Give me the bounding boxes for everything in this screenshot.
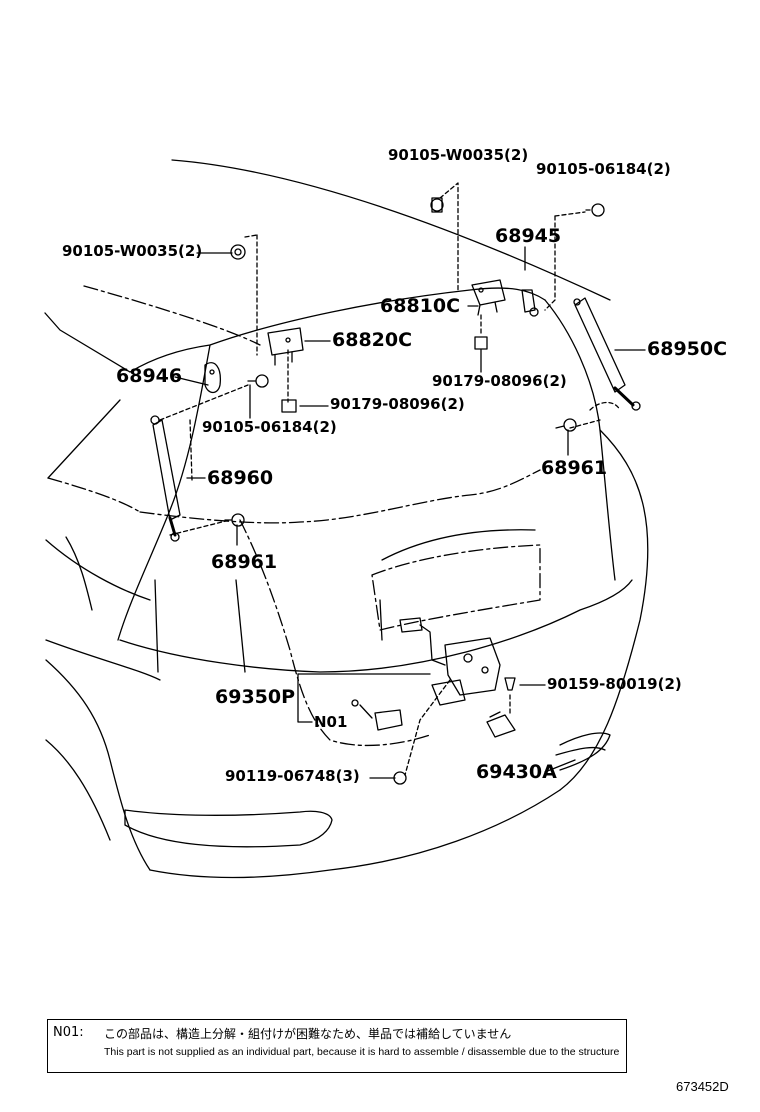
bracket-68946 (204, 362, 221, 394)
nut-90179-left (281, 399, 297, 413)
label-90105-06184-upper: 90105-06184(2) (536, 160, 671, 178)
label-69350p: 69350P (215, 686, 296, 708)
label-68945: 68945 (495, 225, 562, 247)
note-japanese-text: この部品は、構造上分解・組付けが困難なため、単品では補給していません (104, 1027, 512, 1041)
hinge-68810c (471, 279, 506, 316)
bolt-upper-center (430, 197, 444, 213)
label-68946: 68946 (116, 365, 183, 387)
label-90105-w0035-left: 90105-W0035(2) (62, 242, 203, 260)
label-68810c: 68810C (380, 295, 461, 317)
bolt-upper-right (585, 203, 605, 217)
screw-90159 (504, 677, 516, 691)
label-90179-08096-left: 90179-08096(2) (330, 395, 465, 413)
label-68820c: 68820C (332, 329, 413, 351)
label-90179-08096-center: 90179-08096(2) (432, 372, 567, 390)
bolt-upper-left (230, 244, 246, 260)
label-90119-06748: 90119-06748(3) (225, 767, 360, 785)
diagram-id: 673452D (676, 1079, 729, 1094)
bolt-90119 (393, 771, 407, 785)
label-leaders (174, 246, 646, 779)
strut-68950c (573, 297, 641, 411)
label-68961-right: 68961 (541, 457, 608, 479)
stay-68945 (521, 289, 539, 317)
ball-stud-68961-left (224, 513, 245, 527)
nut-90179-center (474, 336, 488, 350)
label-n01: N01 (314, 713, 348, 731)
ball-stud-68961-right (555, 418, 577, 432)
label-68950c: 68950C (647, 338, 728, 360)
vehicle-body-outline (44, 159, 649, 879)
label-90105-06184-left: 90105-06184(2) (202, 418, 337, 436)
label-90159-80019: 90159-80019(2) (547, 675, 682, 693)
note-id: N01: (53, 1025, 84, 1040)
note-english-text: This part is not supplied as an individu… (104, 1046, 620, 1058)
hinge-68820c (267, 327, 304, 366)
note-box: N01: この部品は、構造上分解・組付けが困難なため、単品では補給していません … (47, 1019, 627, 1073)
strut-68960 (150, 415, 181, 542)
connector-n01 (351, 699, 403, 731)
label-90105-w0035-upper: 90105-W0035(2) (388, 146, 529, 164)
striker-69430a (486, 711, 516, 738)
lock-69350p (399, 617, 501, 706)
label-69430a: 69430A (476, 761, 557, 783)
label-68961-left: 68961 (211, 551, 278, 573)
dashed-leaders (159, 182, 621, 776)
bolt-90105-left (247, 374, 269, 388)
label-68960: 68960 (207, 467, 274, 489)
